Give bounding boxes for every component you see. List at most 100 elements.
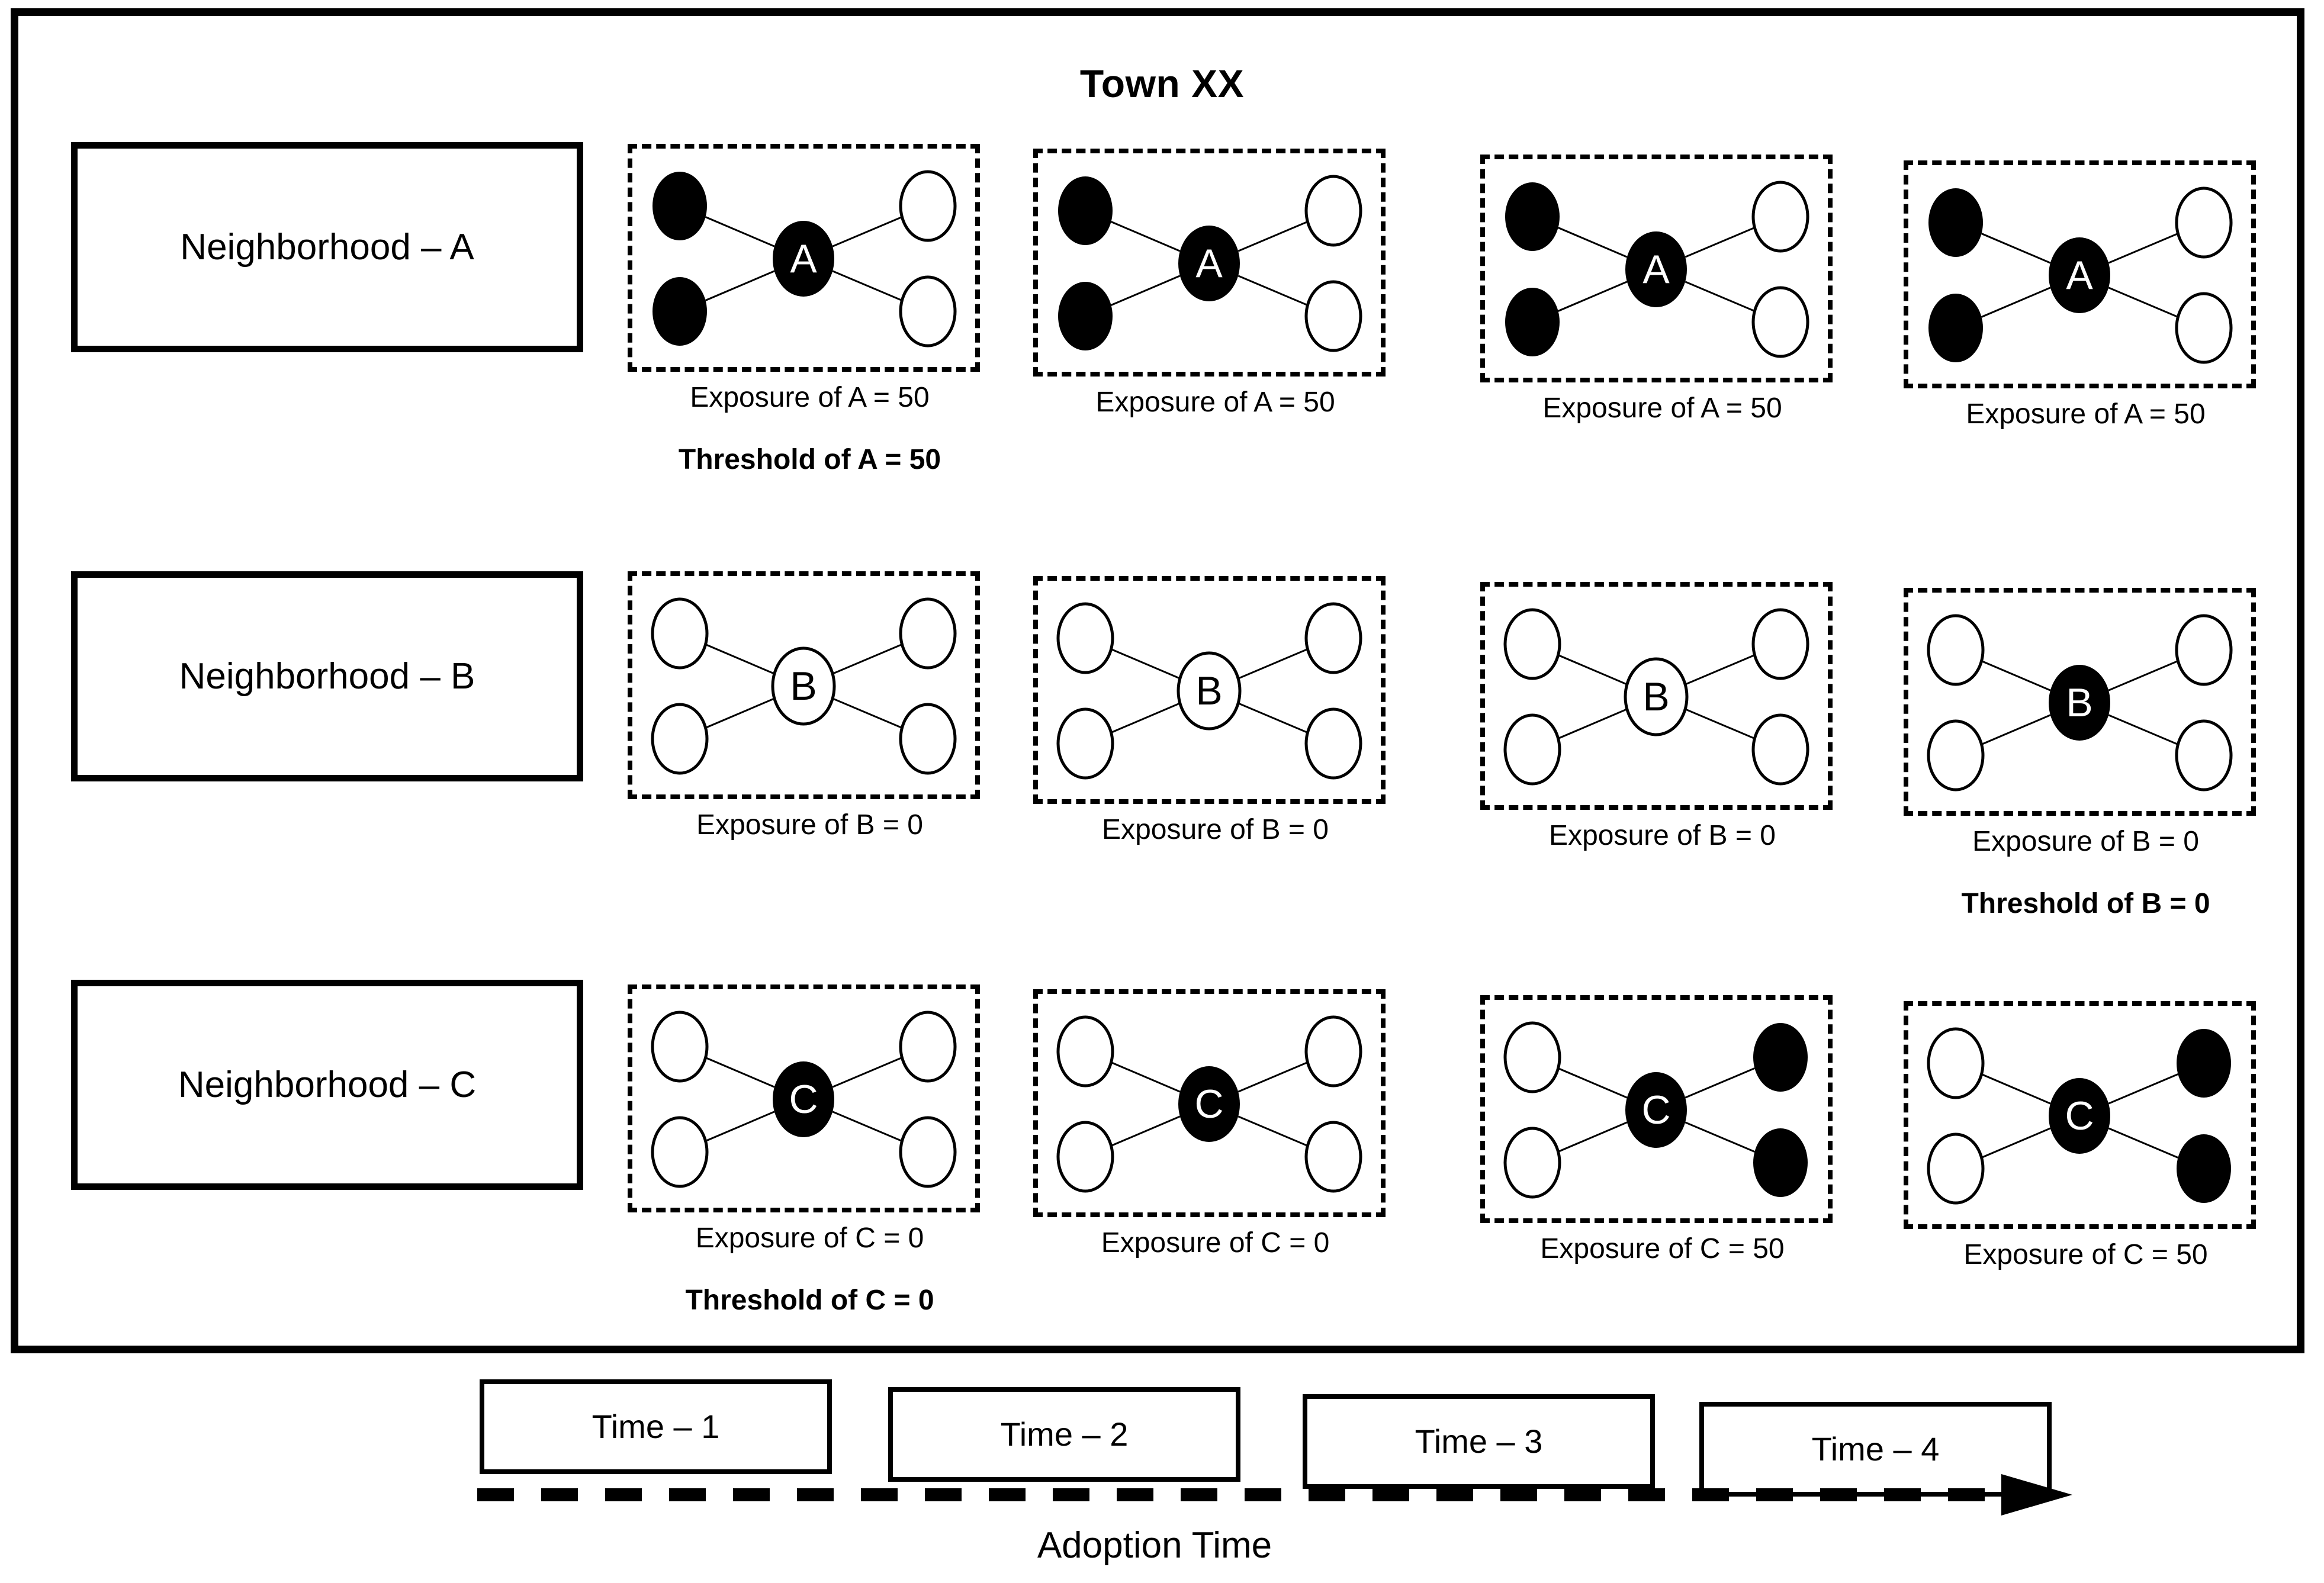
center-node-letter: C	[2065, 1093, 2094, 1138]
center-node-letter: C	[789, 1077, 818, 1122]
exposure-label-c-t2: Exposure of C = 0	[1101, 1227, 1330, 1259]
network-edge	[1981, 660, 2051, 691]
network-cell-c-t4: C	[1904, 1001, 2256, 1229]
center-node-b-not-adopted: B	[1624, 657, 1689, 736]
network-cell-a-t4: A	[1904, 160, 2256, 388]
network-edge	[1557, 708, 1628, 739]
time-box-label: Time – 1	[592, 1408, 720, 1445]
peripheral-node-top-right-not-adopted	[1304, 602, 1362, 674]
neighborhood-label: Neighborhood – C	[178, 1064, 477, 1105]
neighborhood-box-a: Neighborhood – A	[71, 142, 583, 352]
peripheral-node-bottom-right-not-adopted	[899, 703, 957, 775]
center-node-c-adopted: C	[2049, 1078, 2110, 1154]
network-graph: A	[1505, 181, 1809, 358]
center-node-letter: A	[1195, 241, 1223, 286]
time-box-1[interactable]: Time – 1	[480, 1379, 832, 1474]
network-cell-b-t2: B	[1033, 576, 1386, 804]
exposure-label-a-t1: Exposure of A = 50	[690, 382, 930, 413]
threshold-label-c-t1: Threshold of C = 0	[685, 1285, 934, 1316]
network-cell-c-t2: C	[1033, 989, 1386, 1217]
network-edge	[832, 216, 902, 247]
network-edge	[1110, 221, 1181, 252]
center-node-letter: B	[1195, 668, 1222, 713]
network-edge	[1237, 702, 1308, 733]
time-box-4[interactable]: Time – 4	[1699, 1402, 2052, 1497]
network-edge	[1110, 702, 1181, 733]
network-edge	[2108, 233, 2178, 264]
peripheral-node-bottom-right-not-adopted	[2175, 719, 2233, 791]
network-graph: A	[652, 170, 957, 348]
network-edge	[1685, 281, 1755, 312]
center-node-c-adopted: C	[773, 1061, 834, 1137]
network-edge	[832, 270, 902, 301]
peripheral-node-bottom-right-not-adopted	[1751, 286, 1809, 358]
peripheral-node-bottom-left-not-adopted	[651, 703, 709, 775]
center-node-letter: C	[1194, 1082, 1223, 1127]
peripheral-node-bottom-right-not-adopted	[2175, 292, 2233, 364]
time-box-3[interactable]: Time – 3	[1303, 1394, 1655, 1489]
network-edge	[1110, 1061, 1181, 1093]
peripheral-node-bottom-right-not-adopted	[899, 275, 957, 348]
time-box-label: Time – 4	[1811, 1430, 1940, 1468]
peripheral-node-top-right-not-adopted	[1751, 181, 1809, 253]
center-node-a-adopted: A	[1178, 226, 1240, 301]
network-cell-a-t2: A	[1033, 149, 1386, 377]
network-graph: B	[1503, 608, 1809, 786]
peripheral-node-top-left-not-adopted	[651, 597, 709, 670]
network-graph: C	[1056, 1015, 1362, 1193]
peripheral-node-top-left-not-adopted	[1503, 608, 1561, 680]
network-graph: B	[1056, 602, 1362, 780]
network-edge	[1685, 654, 1755, 686]
network-edge	[1685, 227, 1755, 258]
center-node-letter: B	[1642, 674, 1669, 719]
network-edge	[1557, 227, 1628, 258]
network-cell-a-t3: A	[1480, 155, 1833, 382]
network-edge	[1685, 708, 1755, 739]
peripheral-node-bottom-left-not-adopted	[1927, 719, 1985, 791]
peripheral-node-bottom-left-not-adopted	[651, 1116, 709, 1188]
peripheral-node-top-right-not-adopted	[2175, 614, 2233, 686]
network-graph: A	[1058, 175, 1362, 352]
peripheral-node-top-left-not-adopted	[1927, 1027, 1985, 1099]
peripheral-node-bottom-left-adopted	[1058, 282, 1113, 350]
peripheral-node-bottom-left-not-adopted	[1056, 1121, 1114, 1193]
center-node-letter: A	[2066, 253, 2093, 298]
network-edge	[705, 1111, 775, 1142]
network-edge	[1557, 1067, 1628, 1099]
peripheral-node-bottom-left-not-adopted	[1503, 1127, 1561, 1199]
network-edge	[1557, 1121, 1628, 1153]
network-edge	[1981, 1127, 2051, 1159]
center-node-letter: A	[790, 236, 817, 281]
center-node-b-not-adopted: B	[1177, 651, 1242, 731]
neighborhood-box-b: Neighborhood – B	[71, 571, 583, 781]
network-graph: C	[651, 1011, 957, 1188]
peripheral-node-bottom-left-not-adopted	[1503, 713, 1561, 786]
peripheral-node-top-left-adopted	[1058, 176, 1113, 245]
peripheral-node-bottom-left-adopted	[652, 277, 707, 346]
network-edge	[705, 697, 775, 729]
center-node-a-adopted: A	[1625, 231, 1687, 307]
network-edge	[2108, 660, 2178, 691]
center-node-letter: A	[1642, 247, 1670, 292]
exposure-label-b-t1: Exposure of B = 0	[696, 809, 923, 841]
network-graph: B	[1927, 614, 2233, 791]
exposure-label-a-t2: Exposure of A = 50	[1095, 387, 1335, 418]
network-edge	[2108, 714, 2178, 745]
network-cell-b-t1: B	[628, 571, 980, 799]
center-node-letter: C	[1641, 1087, 1670, 1132]
network-graph: B	[651, 597, 957, 775]
peripheral-node-top-left-adopted	[652, 172, 707, 240]
exposure-label-b-t3: Exposure of B = 0	[1549, 820, 1776, 851]
peripheral-node-bottom-right-adopted	[2177, 1134, 2231, 1203]
network-edge	[1981, 1073, 2051, 1105]
peripheral-node-bottom-right-not-adopted	[1751, 713, 1809, 786]
peripheral-node-bottom-left-adopted	[1505, 288, 1560, 356]
network-graph: C	[1503, 1021, 1808, 1199]
exposure-label-b-t2: Exposure of B = 0	[1102, 814, 1329, 845]
threshold-label-a-t1: Threshold of A = 50	[678, 444, 941, 475]
threshold-label-b-t4: Threshold of B = 0	[1961, 888, 2210, 919]
peripheral-node-top-left-not-adopted	[1927, 614, 1985, 686]
network-edge	[705, 644, 775, 675]
time-box-2[interactable]: Time – 2	[888, 1387, 1240, 1482]
